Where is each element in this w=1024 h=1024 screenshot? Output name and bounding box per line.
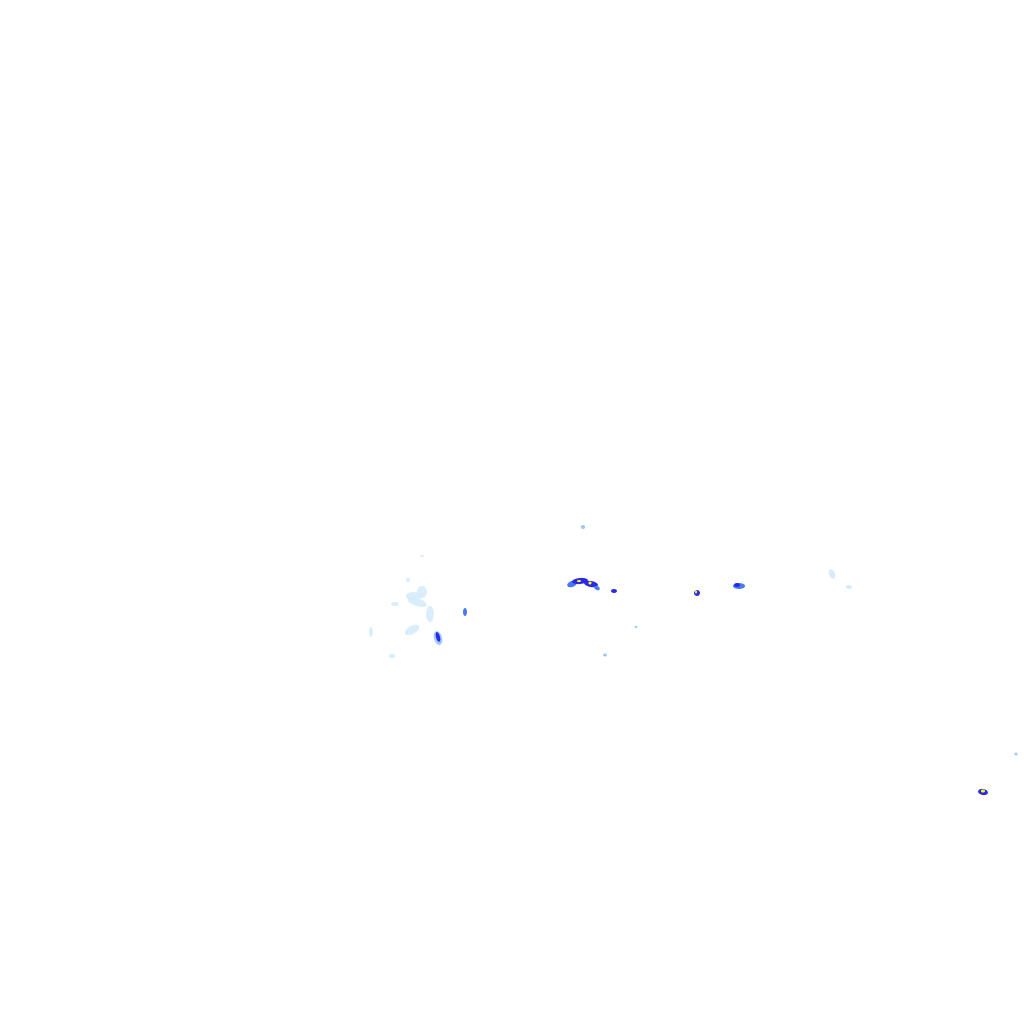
radar-echo	[417, 586, 427, 598]
radar-echo	[435, 632, 441, 642]
radar-echo	[426, 606, 434, 622]
radar-echo	[577, 580, 581, 582]
radar-echo	[588, 581, 592, 585]
radar-echo	[828, 569, 836, 579]
radar-echo	[407, 596, 427, 608]
radar-echo	[611, 589, 617, 593]
radar-echo	[420, 555, 424, 557]
radar-echo	[694, 590, 700, 596]
radar-echo	[634, 626, 638, 628]
radar-echo	[981, 789, 985, 793]
radar-echo	[391, 602, 399, 606]
radar-echo	[1014, 752, 1018, 756]
radar-echo	[594, 585, 600, 591]
radar-echo	[406, 578, 410, 582]
radar-echo	[404, 624, 420, 636]
radar-echo	[389, 654, 395, 658]
radar-echo	[463, 608, 467, 616]
radar-echo	[695, 590, 697, 594]
radar-echo	[369, 627, 373, 637]
radar-echo	[581, 525, 585, 529]
radar-echo	[734, 583, 740, 587]
radar-echo	[846, 585, 852, 589]
radar-echo	[603, 653, 607, 657]
